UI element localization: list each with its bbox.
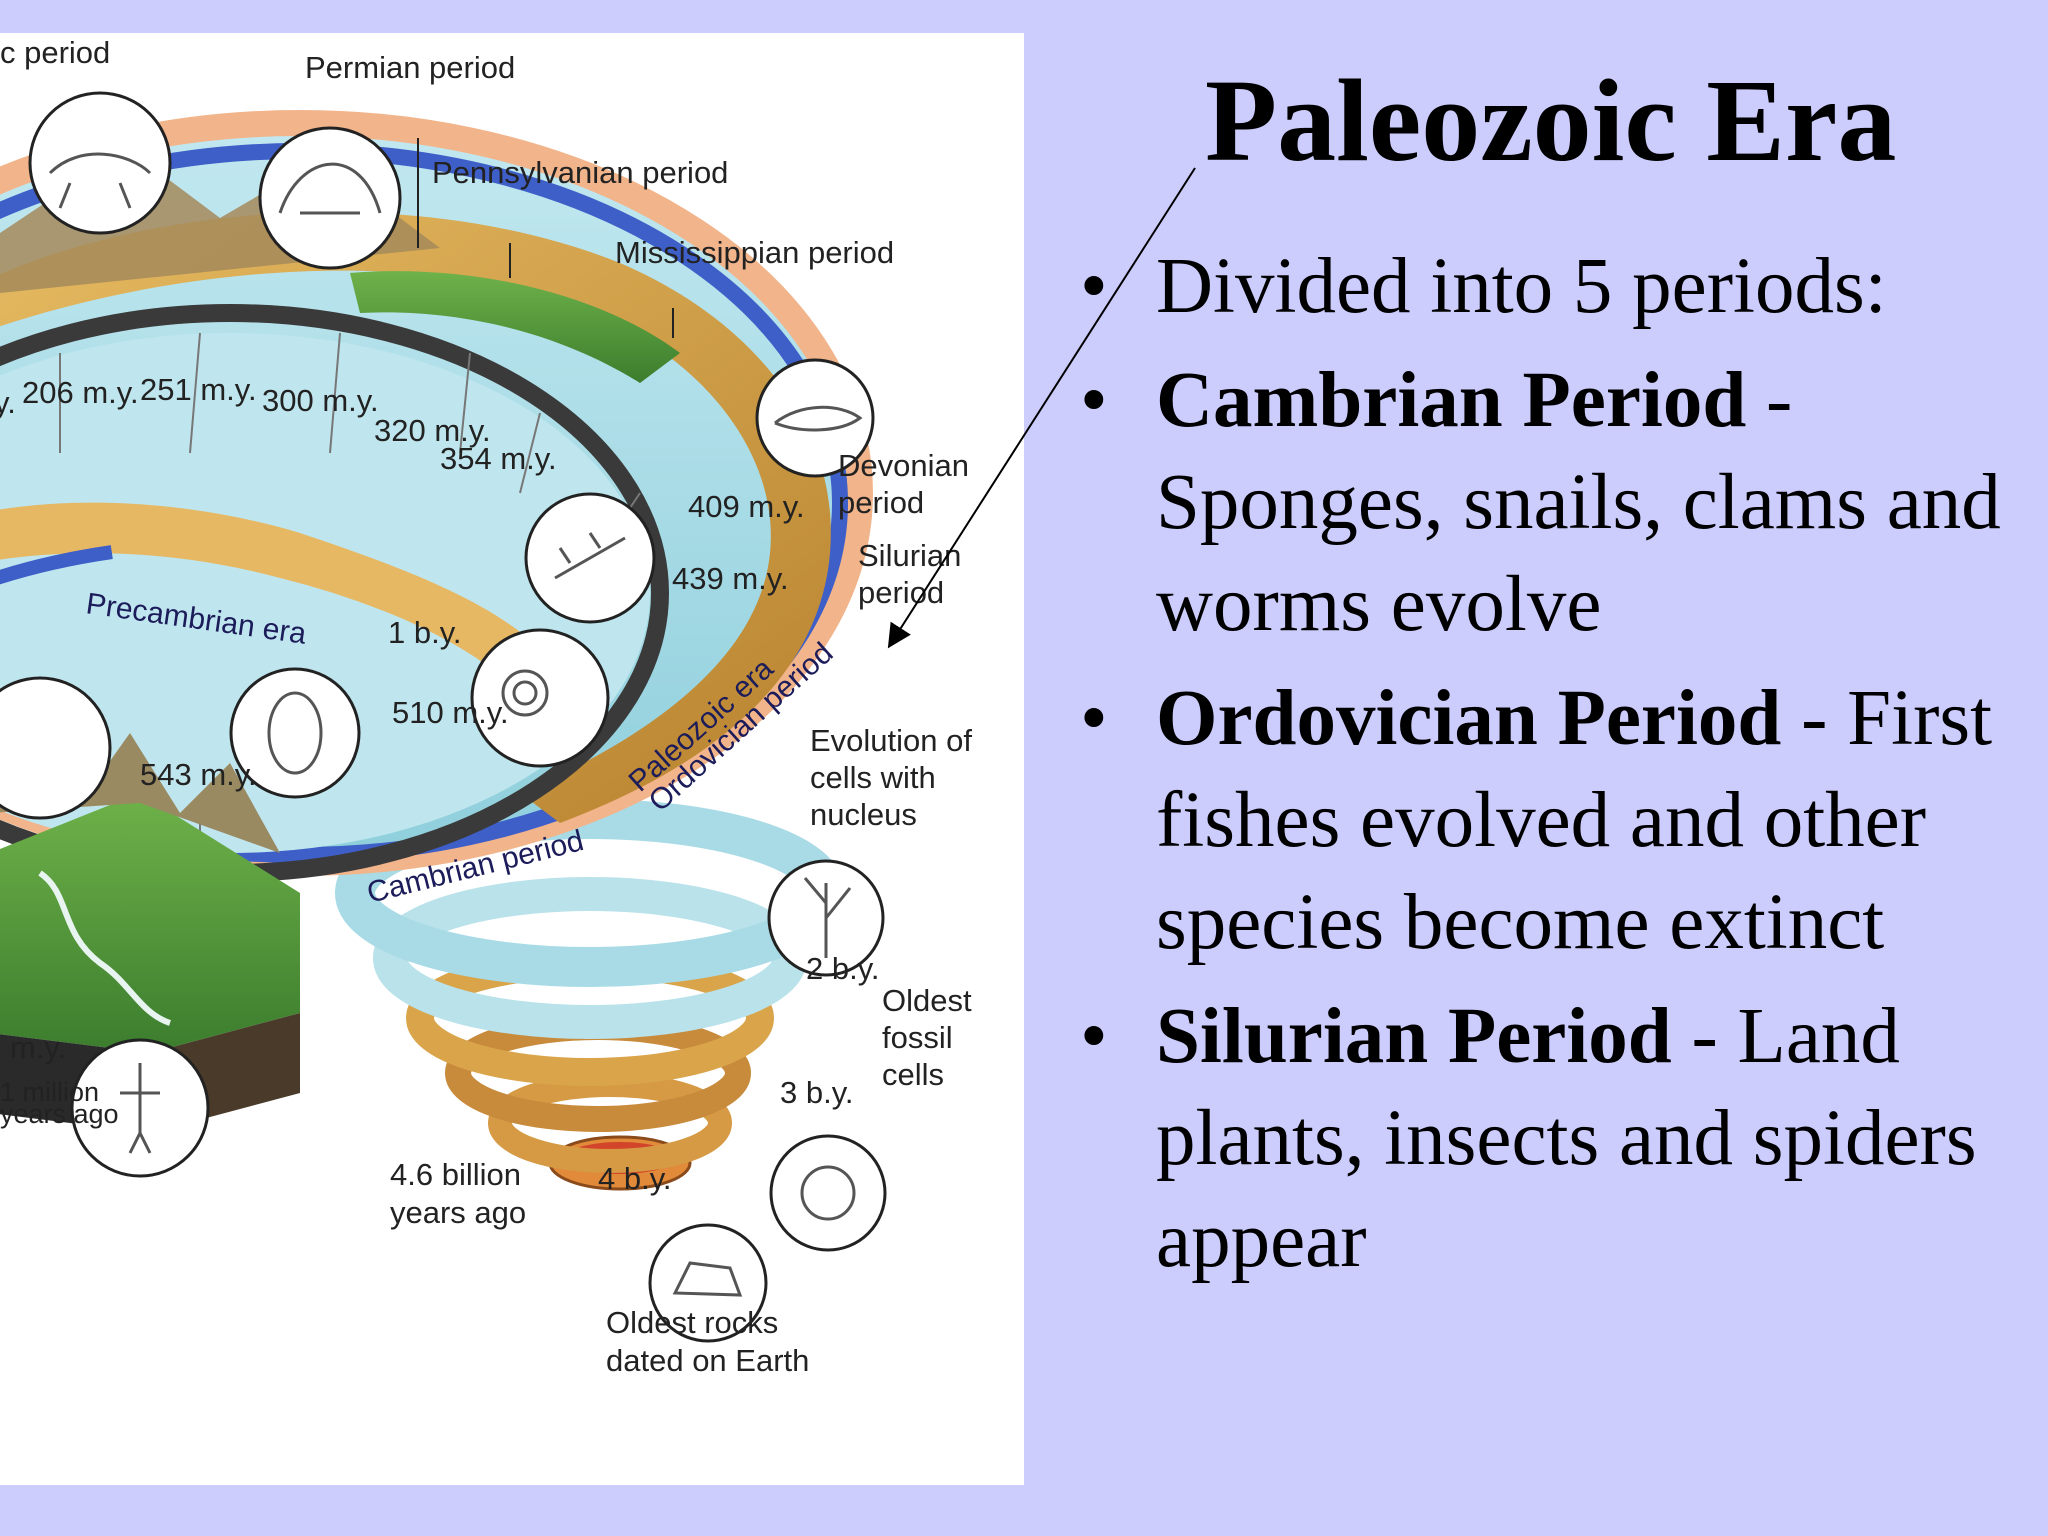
plant-glyph (803, 877, 852, 958)
mountain-ridge (0, 173, 440, 293)
river (38, 870, 172, 1026)
date-label-543: 543 m.y. (140, 757, 257, 792)
bullet-item-ordovician: • Ordovician Period - First fishes evolv… (1080, 668, 2040, 974)
oldest-fossil-label-line1: Oldest (882, 983, 972, 1018)
bullet-text: - Sponges, snails, clams and worms evolv… (1156, 357, 2001, 648)
rock-glyph (672, 1261, 743, 1297)
earth-age-label-line2: years ago (390, 1195, 526, 1230)
fish-fossil-icon (755, 358, 875, 478)
bullet-list: • Divided into 5 periods: • Cambrian Per… (1080, 236, 2040, 1304)
bullet-glyph: • (1080, 357, 1108, 444)
insect-glyph (554, 532, 626, 580)
pennsylvanian-label: Pennsylvanian period (432, 155, 728, 190)
bullet-text: Divided into 5 periods: (1156, 243, 1887, 330)
ammonite-glyph (501, 669, 549, 717)
earth-age-label-line1: 4.6 billion (390, 1157, 521, 1192)
oldest-rocks-label-line1: Oldest rocks (606, 1305, 778, 1340)
date-label-3by: 3 b.y. (780, 1075, 854, 1110)
date-label-439: 439 m.y. (672, 561, 789, 596)
bullet-bold-text: Ordovician Period (1156, 675, 1782, 762)
bullet-glyph: • (1080, 675, 1108, 762)
landscape-peaks (0, 733, 280, 853)
evolution-label-line2: cells with (810, 760, 936, 795)
fossil-glyphs (48, 152, 863, 1297)
dimetrodon-glyph (278, 162, 382, 215)
date-label-409: 409 m.y. (688, 489, 805, 524)
forest-strip (350, 271, 680, 383)
fish-glyph (774, 405, 863, 432)
bullet-item-cambrian: • Cambrian Period - Sponges, snails, cla… (1080, 350, 2040, 656)
bullet-glyph: • (1080, 993, 1108, 1080)
oldest-fossil-label-line2: fossil (882, 1020, 953, 1055)
devonian-label: Devonian (838, 448, 969, 483)
spiral-illustration: c period Permian period Pennsylvanian pe… (0, 35, 972, 1378)
reptile-glyph (48, 152, 152, 209)
date-label-y: y. (0, 385, 16, 420)
date-label-206: 206 m.y. (22, 375, 139, 410)
bullet-glyph: • (1080, 243, 1108, 330)
ammonite-fossil-icon (470, 628, 610, 768)
bullet-text: - First fishes evolved and other species… (1156, 675, 1993, 966)
date-label-300: 300 m.y. (262, 383, 379, 418)
early-life-fossil-icon (0, 676, 112, 820)
cell-glyph (800, 1165, 856, 1221)
ammonite-glyph-inner (512, 680, 538, 706)
mississippian-label: Mississippian period (615, 235, 894, 270)
date-label-320: 320 m.y. (374, 413, 491, 448)
fossil-vignettes (0, 91, 887, 1343)
evolution-label-line3: nucleus (810, 797, 917, 832)
oldest-rocks-label-line2: dated on Earth (606, 1343, 809, 1378)
rock-fossil-icon (648, 1223, 768, 1343)
evolution-label-line1: Evolution of (810, 723, 972, 758)
bullet-text: - Land plants, insects and spiders appea… (1156, 993, 1977, 1284)
precambrian-land (0, 502, 560, 693)
label-ticks (417, 138, 674, 338)
geologic-time-spiral-diagram: c period Permian period Pennsylvanian pe… (0, 33, 1024, 1485)
date-label-251: 251 m.y. (140, 372, 257, 407)
million-years-label-line2: years ago (0, 1099, 119, 1129)
bullet-bold-text: Cambrian Period (1156, 357, 1747, 444)
bullet-item-silurian: • Silurian Period - Land plants, insects… (1080, 986, 2040, 1292)
silurian-label: Silurian (858, 538, 961, 573)
upper-ring (0, 110, 873, 930)
date-label-2by: 2 b.y. (806, 951, 880, 986)
landscape-top (0, 793, 300, 1053)
carboniferous-label: c period (0, 35, 110, 70)
date-label-4by: 4 b.y. (598, 1161, 672, 1196)
cell-fossil-icon (769, 1134, 887, 1252)
bullet-bold-text: Silurian Period (1156, 993, 1672, 1080)
date-label-354: 354 m.y. (440, 441, 557, 476)
slide-title: Paleozoic Era (1205, 55, 1897, 186)
date-label-510: 510 m.y. (392, 695, 509, 730)
bullet-item-divided: • Divided into 5 periods: (1080, 236, 2040, 338)
permian-label: Permian period (305, 50, 515, 85)
trilobite-fossil-icon (229, 667, 361, 799)
silurian-period-label: period (858, 575, 944, 610)
oldest-fossil-label-line3: cells (882, 1057, 944, 1092)
devonian-period-label: period (838, 485, 924, 520)
trilobite-glyph (267, 691, 323, 775)
million-years-label-line1: 1 million (0, 1077, 99, 1107)
human-glyph (120, 1063, 160, 1154)
reptile-fossil-icon (28, 91, 172, 235)
date-label-my-left: m.y. (10, 1030, 66, 1065)
dimetrodon-fossil-icon (258, 126, 402, 270)
date-label-1by: 1 b.y. (388, 615, 462, 650)
